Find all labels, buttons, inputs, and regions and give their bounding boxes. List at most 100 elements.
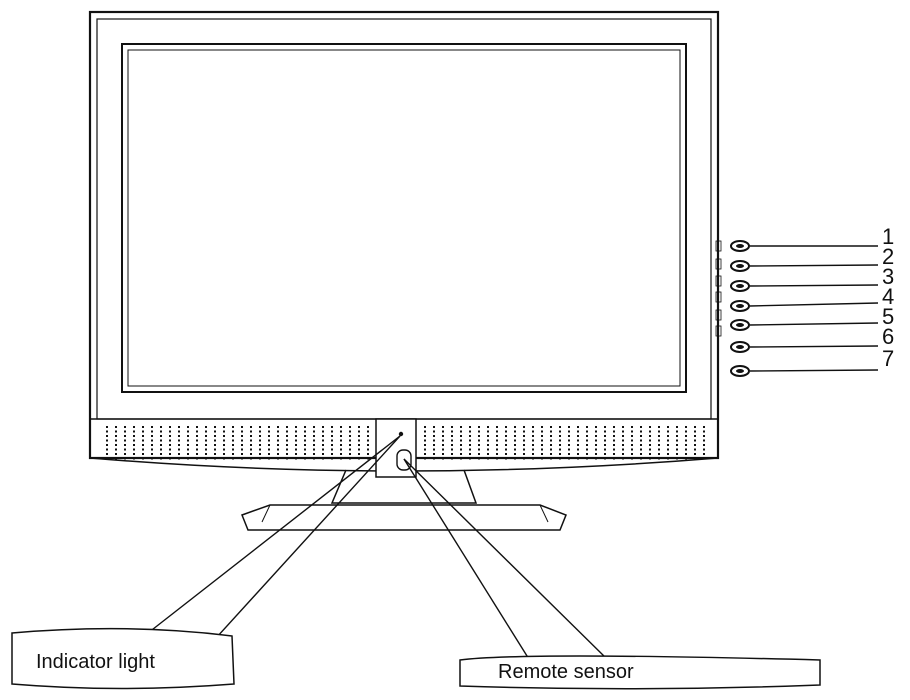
grille-dot bbox=[196, 426, 198, 428]
grille-dot bbox=[649, 430, 651, 433]
grille-dot bbox=[613, 453, 615, 455]
grille-dot bbox=[286, 457, 288, 460]
remote-callout-pointer bbox=[403, 458, 609, 665]
grille-dot bbox=[532, 457, 534, 460]
remote-sensor-callout: Remote sensor bbox=[459, 655, 821, 690]
grille-dot bbox=[424, 430, 426, 433]
grille-dot bbox=[133, 439, 135, 442]
grille-dot bbox=[568, 453, 570, 455]
grille-dot bbox=[169, 426, 171, 428]
grille-dot bbox=[451, 430, 453, 433]
grille-dot bbox=[142, 430, 144, 433]
grille-dot bbox=[658, 457, 660, 460]
grille-dot bbox=[259, 439, 261, 442]
grille-dot bbox=[331, 439, 333, 442]
grille-dot bbox=[640, 453, 642, 455]
grille-dot bbox=[232, 457, 234, 460]
grille-dot bbox=[523, 448, 525, 451]
grille-dot bbox=[322, 439, 324, 442]
grille-dot bbox=[115, 457, 117, 460]
grille-dot bbox=[460, 444, 462, 446]
grille-dot bbox=[451, 457, 453, 460]
grille-dot bbox=[223, 435, 225, 437]
grille-dot bbox=[304, 448, 306, 451]
grille-dot bbox=[259, 430, 261, 433]
grille-dot bbox=[160, 448, 162, 451]
grille-dot bbox=[640, 435, 642, 437]
grille-dot bbox=[115, 430, 117, 433]
grille-dot bbox=[196, 430, 198, 433]
tv-stand bbox=[241, 469, 567, 531]
grille-dot bbox=[658, 435, 660, 437]
grille-dot bbox=[115, 453, 117, 455]
grille-dot bbox=[277, 439, 279, 442]
grille-dot bbox=[541, 426, 543, 428]
grille-dot bbox=[178, 453, 180, 455]
grille-dot bbox=[223, 439, 225, 442]
grille-dot bbox=[559, 457, 561, 460]
grille-dot bbox=[367, 448, 369, 451]
grille-dot bbox=[340, 453, 342, 455]
grille-dot bbox=[169, 448, 171, 451]
grille-dot bbox=[259, 457, 261, 460]
grille-dot bbox=[595, 444, 597, 446]
grille-dot bbox=[286, 453, 288, 455]
grille-dot bbox=[214, 453, 216, 455]
grille-dot bbox=[133, 444, 135, 446]
grille-dot bbox=[676, 435, 678, 437]
grille-dot bbox=[313, 430, 315, 433]
grille-dot bbox=[550, 426, 552, 428]
grille-dot bbox=[424, 444, 426, 446]
grille-dot bbox=[442, 435, 444, 437]
grille-dot bbox=[286, 439, 288, 442]
grille-dot bbox=[133, 453, 135, 455]
grille-dot bbox=[505, 430, 507, 433]
grille-dot bbox=[451, 444, 453, 446]
grille-dot bbox=[313, 435, 315, 437]
grille-dot bbox=[259, 426, 261, 428]
grille-dot bbox=[505, 457, 507, 460]
grille-dot bbox=[478, 439, 480, 442]
grille-dot bbox=[622, 457, 624, 460]
grille-dot bbox=[250, 453, 252, 455]
grille-dot bbox=[667, 439, 669, 442]
grille-dot bbox=[250, 426, 252, 428]
indicator-light bbox=[398, 431, 404, 437]
speaker-grille-right bbox=[424, 426, 705, 460]
grille-dot bbox=[586, 453, 588, 455]
grille-dot bbox=[106, 453, 108, 455]
grille-dot bbox=[595, 453, 597, 455]
grille-dot bbox=[133, 435, 135, 437]
grille-dot bbox=[487, 430, 489, 433]
grille-dot bbox=[577, 439, 579, 442]
grille-dot bbox=[106, 457, 108, 460]
grille-dot bbox=[331, 426, 333, 428]
grille-dot bbox=[268, 453, 270, 455]
grille-dot bbox=[424, 448, 426, 451]
grille-dot bbox=[367, 457, 369, 460]
grille-dot bbox=[667, 444, 669, 446]
grille-dot bbox=[367, 453, 369, 455]
grille-dot bbox=[424, 453, 426, 455]
grille-dot bbox=[469, 439, 471, 442]
grille-dot bbox=[133, 430, 135, 433]
grille-dot bbox=[667, 453, 669, 455]
grille-dot bbox=[595, 430, 597, 433]
grille-dot bbox=[358, 426, 360, 428]
grille-dot bbox=[478, 435, 480, 437]
grille-dot bbox=[451, 448, 453, 451]
grille-dot bbox=[349, 426, 351, 428]
indicator-light-callout: Indicator light bbox=[11, 627, 235, 690]
grille-dot bbox=[604, 444, 606, 446]
grille-dot bbox=[487, 444, 489, 446]
grille-dot bbox=[667, 430, 669, 433]
grille-dot bbox=[649, 453, 651, 455]
grille-dot bbox=[523, 444, 525, 446]
grille-dot bbox=[151, 439, 153, 442]
grille-dot bbox=[331, 448, 333, 451]
grille-dot bbox=[604, 435, 606, 437]
grille-dot bbox=[187, 430, 189, 433]
grille-dot bbox=[514, 444, 516, 446]
grille-dot bbox=[658, 444, 660, 446]
grille-dot bbox=[694, 430, 696, 433]
